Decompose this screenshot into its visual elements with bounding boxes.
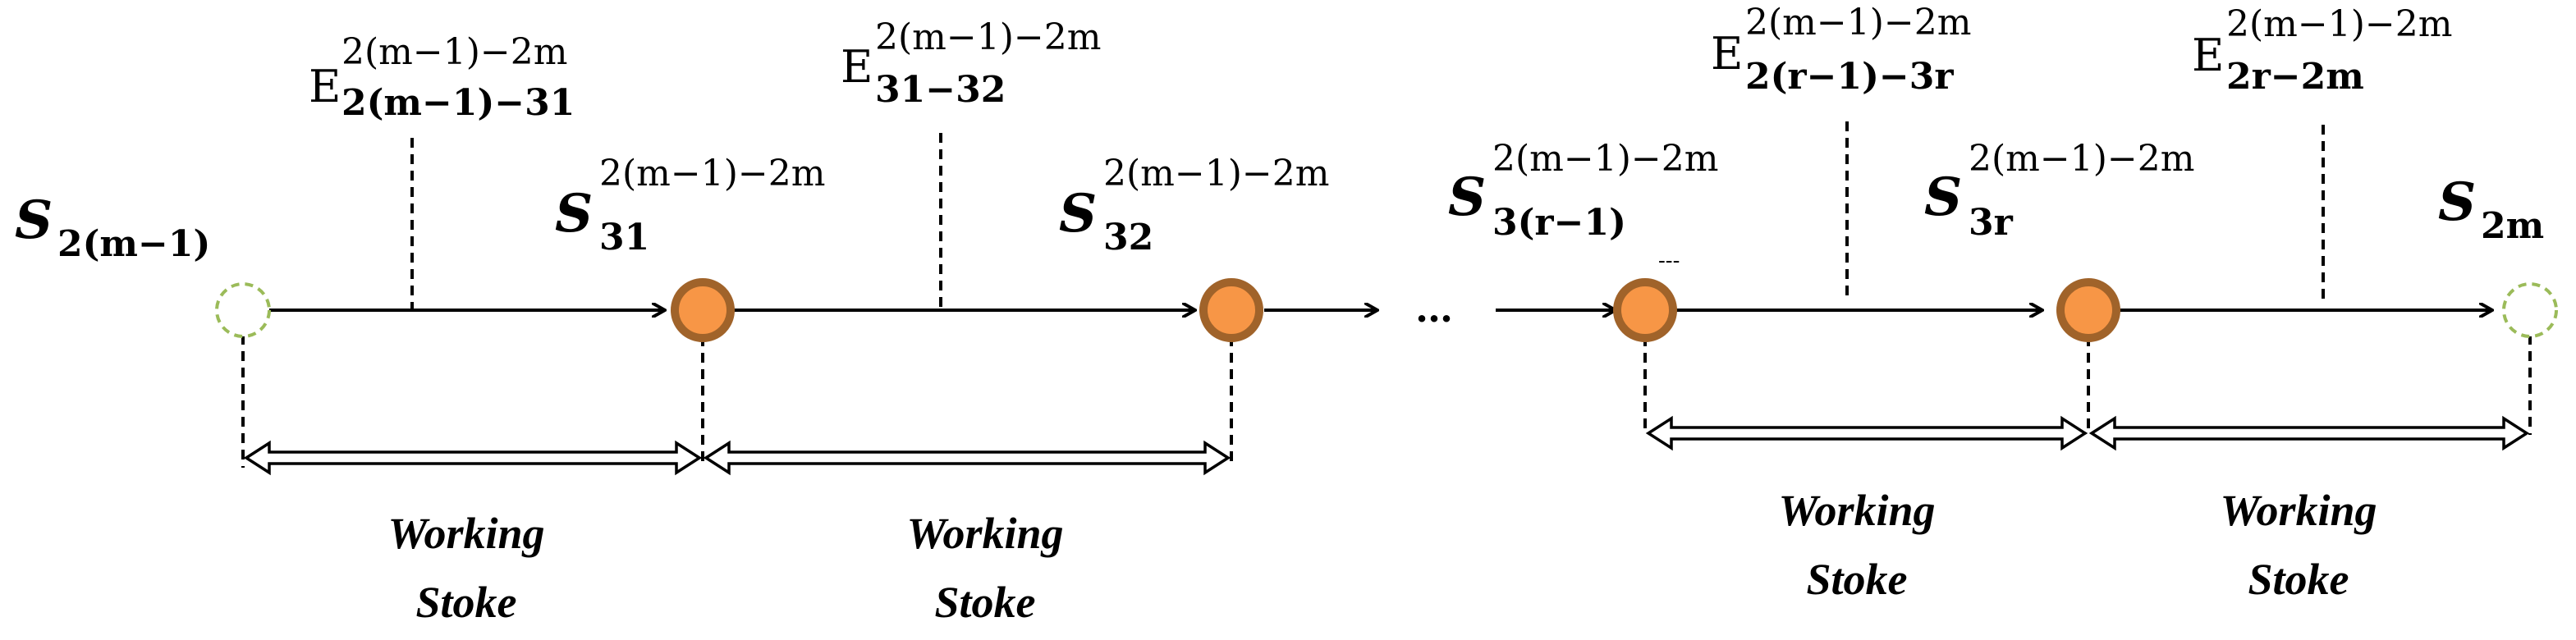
svg-text:2(m−1)−2m: 2(m−1)−2m — [1103, 153, 1330, 194]
svg-text:S: S — [1448, 167, 1486, 228]
svg-text:3r: 3r — [1969, 202, 2014, 244]
svg-text:2(r−1)−3r: 2(r−1)−3r — [1745, 56, 1954, 98]
svg-text:E: E — [841, 41, 873, 93]
svg-text:2(m−1): 2(m−1) — [57, 223, 210, 265]
svg-text:E: E — [2192, 30, 2224, 81]
svg-text:S: S — [1059, 183, 1097, 245]
stroke-label-1: Working Stoke — [387, 509, 544, 627]
svg-text:Working: Working — [906, 509, 1063, 558]
svg-text:2(m−1)−2m: 2(m−1)−2m — [599, 153, 826, 194]
label-s3r-1: S 2(m−1)−2m 3(r−1) — [1448, 138, 1719, 244]
state-node-32 — [1199, 278, 1263, 342]
svg-text:2(m−1)−2m: 2(m−1)−2m — [1492, 138, 1719, 180]
label-e3: E 2(m−1)−2m 2(r−1)−3r — [1711, 2, 1972, 98]
svg-text:2(m−1)−2m: 2(m−1)−2m — [1745, 2, 1972, 43]
svg-text:2r−2m: 2r−2m — [2226, 56, 2364, 98]
svg-text:2(m−1)−31: 2(m−1)−31 — [341, 82, 575, 124]
svg-text:Stoke: Stoke — [934, 578, 1035, 627]
svg-text:2(m−1)−2m: 2(m−1)−2m — [341, 31, 568, 73]
svg-text:S: S — [555, 183, 593, 245]
svg-text:E: E — [309, 61, 341, 112]
label-s3r: S 2(m−1)−2m 3r — [1924, 138, 2195, 244]
svg-text:Stoke: Stoke — [415, 578, 516, 627]
svg-text:2(m−1)−2m: 2(m−1)−2m — [875, 16, 1102, 58]
state-node-3r-1 — [1613, 278, 1677, 342]
svg-text:Working: Working — [2220, 486, 2377, 535]
svg-text:32: 32 — [1103, 217, 1153, 258]
svg-text:31: 31 — [599, 217, 649, 258]
label-e1: E 2(m−1)−2m 2(m−1)−31 — [309, 31, 575, 124]
label-s31: S 2(m−1)−2m 31 — [555, 153, 826, 258]
stroke-span-3 — [1645, 415, 2088, 451]
svg-text:S: S — [2438, 171, 2476, 233]
svg-text:Stoke: Stoke — [2248, 555, 2349, 604]
label-s-end: S 2m — [2438, 171, 2544, 247]
state-node-3r — [2056, 278, 2120, 342]
stroke-span-2 — [703, 440, 1231, 476]
virtual-state-start — [215, 282, 271, 338]
stroke-label-2: Working Stoke — [906, 509, 1063, 627]
stroke-span-4 — [2088, 415, 2530, 451]
stroke-label-3: Working Stoke — [1778, 486, 1935, 604]
svg-text:2(m−1)−2m: 2(m−1)−2m — [1969, 138, 2195, 180]
stroke-span-1 — [243, 440, 703, 476]
svg-text:Stoke: Stoke — [1806, 555, 1907, 604]
svg-text:3(r−1): 3(r−1) — [1492, 202, 1626, 244]
svg-text:Working: Working — [1778, 486, 1935, 535]
svg-text:2m: 2m — [2481, 205, 2544, 247]
svg-text:E: E — [1711, 28, 1743, 80]
label-s-start: S 2(m−1) — [15, 190, 210, 265]
label-e4: E 2(m−1)−2m 2r−2m — [2192, 3, 2453, 98]
svg-text:Working: Working — [387, 509, 544, 558]
svg-text:31−32: 31−32 — [875, 69, 1006, 111]
svg-text:2(m−1)−2m: 2(m−1)−2m — [2226, 3, 2453, 45]
ellipsis-text: … — [1415, 286, 1453, 331]
small-mark-text: --- — [1658, 249, 1680, 273]
label-e2: E 2(m−1)−2m 31−32 — [841, 16, 1102, 111]
svg-text:S: S — [15, 190, 53, 251]
label-s32: S 2(m−1)−2m 32 — [1059, 153, 1330, 258]
stroke-label-4: Working Stoke — [2220, 486, 2377, 604]
virtual-state-end — [2502, 282, 2558, 338]
svg-text:S: S — [1924, 167, 1962, 228]
state-node-31 — [671, 278, 735, 342]
